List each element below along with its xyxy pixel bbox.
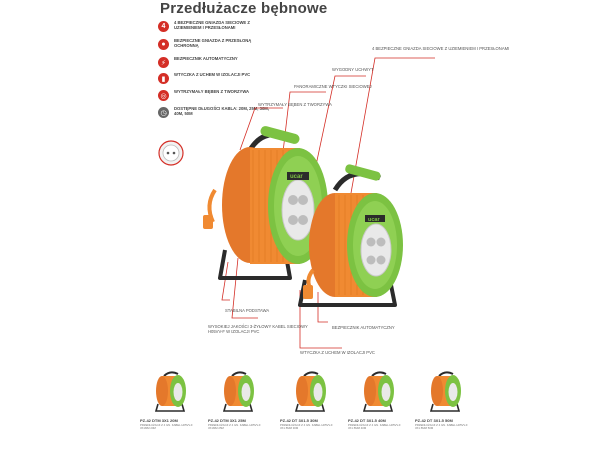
svg-text:ucar: ucar — [368, 217, 380, 223]
auto-fuse-icon: ⚡ — [158, 57, 169, 68]
variant-thumbnails: PZ-42 DTM 3X1 20M przedłużacz z 4 gn. ka… — [140, 368, 490, 450]
feature-item: ◷ dostępne długości kabla: 20m, 25m, 30m… — [158, 106, 269, 118]
plug-icon: ▮ — [158, 73, 169, 84]
cable-reel-thumb-icon — [429, 371, 461, 412]
number-4-icon: 4 — [158, 21, 169, 32]
page-title: Przedłużacze bębnowe — [160, 0, 328, 17]
variant-code: PZ-42 DTM 3X1 20M — [140, 418, 178, 423]
feature-item: 4 4 bezpieczne gniazda sieciowe z uziemi… — [158, 20, 269, 32]
callout-base: stabilna podstawa — [225, 308, 270, 313]
cable-reel-thumb-icon — [294, 371, 326, 412]
variant-card[interactable]: PZ-42 DTM 3X1 25M przedłużacz z 4 gn. ka… — [208, 368, 270, 450]
variant-desc: przedłużacz z 4 gn. kabel H05VV-F 3x1mm … — [208, 423, 261, 431]
variant-card[interactable]: PZ-42 DTM 3X1 20M przedłużacz z 4 gn. ka… — [140, 368, 202, 450]
reel-large: ucar — [203, 126, 328, 280]
callout-cable: wysokiej jakości 3-żyłowy kabel sieciowy… — [208, 324, 308, 334]
variant-desc: przedłużacz z 4 gn. kabel H05VV-F 3x1.5m… — [280, 423, 333, 431]
callout-handle: wygodny uchwyt — [332, 67, 374, 72]
feature-item: ◎ wytrzymały bęben z tworzywa — [158, 89, 269, 101]
cable-length-icon: ◷ — [158, 107, 169, 118]
feature-item: ● bezpieczne gniazda z przesłoną ochronn… — [158, 38, 269, 50]
shutter-socket-icon: ● — [158, 39, 169, 50]
callout-plug: wtyczka z uchem w izolacji PVC — [300, 350, 375, 355]
variant-card[interactable]: PZ-42 DT 3X1.5 40M przedłużacz z 4 gn. k… — [348, 368, 410, 450]
cable-reel-thumb-icon — [154, 371, 186, 412]
variant-code: PZ-42 DTM 3X1 25M — [208, 418, 246, 423]
feature-item: ⚡ bezpiecznik automatyczny — [158, 56, 269, 68]
variant-card[interactable]: PZ-42 DT 3X1.5 50M przedłużacz z 4 gn. k… — [415, 368, 477, 450]
variant-card[interactable]: PZ-42 DT 3X1.5 30M przedłużacz z 4 gn. k… — [280, 368, 342, 450]
svg-text:ucar: ucar — [290, 174, 303, 180]
callout-sockets: 4 bezpieczne gniazda sieciowe z uziemien… — [372, 46, 510, 51]
cable-reel-thumb-icon — [222, 371, 254, 412]
callout-plug-panel: panoramiczne wtyczki sieciowej — [294, 84, 372, 89]
variant-desc: przedłużacz z 4 gn. kabel H05VV-F 3x1.5m… — [415, 423, 468, 431]
variant-code: PZ-42 DT 3X1.5 40M — [348, 418, 386, 423]
cable-reel-thumb-icon — [362, 371, 394, 412]
variant-code: PZ-42 DT 3X1.5 30M — [280, 418, 318, 423]
callout-drum: wytrzymały bęben z tworzywa — [258, 102, 332, 107]
reel-small: ucar — [298, 164, 403, 307]
variant-code: PZ-42 DT 3X1.5 50M — [415, 418, 453, 423]
callout-fuse: bezpiecznik automatyczny — [332, 325, 395, 330]
drum-icon: ◎ — [158, 90, 169, 101]
cable-reel-illustration: ucar ucar — [203, 126, 403, 307]
socket-preview-icon — [158, 140, 184, 166]
variant-desc: przedłużacz z 4 gn. kabel H05VV-F 3x1.5m… — [348, 423, 401, 431]
variant-desc: przedłużacz z 4 gn. kabel H05VV-F 3x1mm … — [140, 423, 193, 431]
feature-item: ▮ wtyczka z uchem w izolacji PVC — [158, 72, 269, 84]
